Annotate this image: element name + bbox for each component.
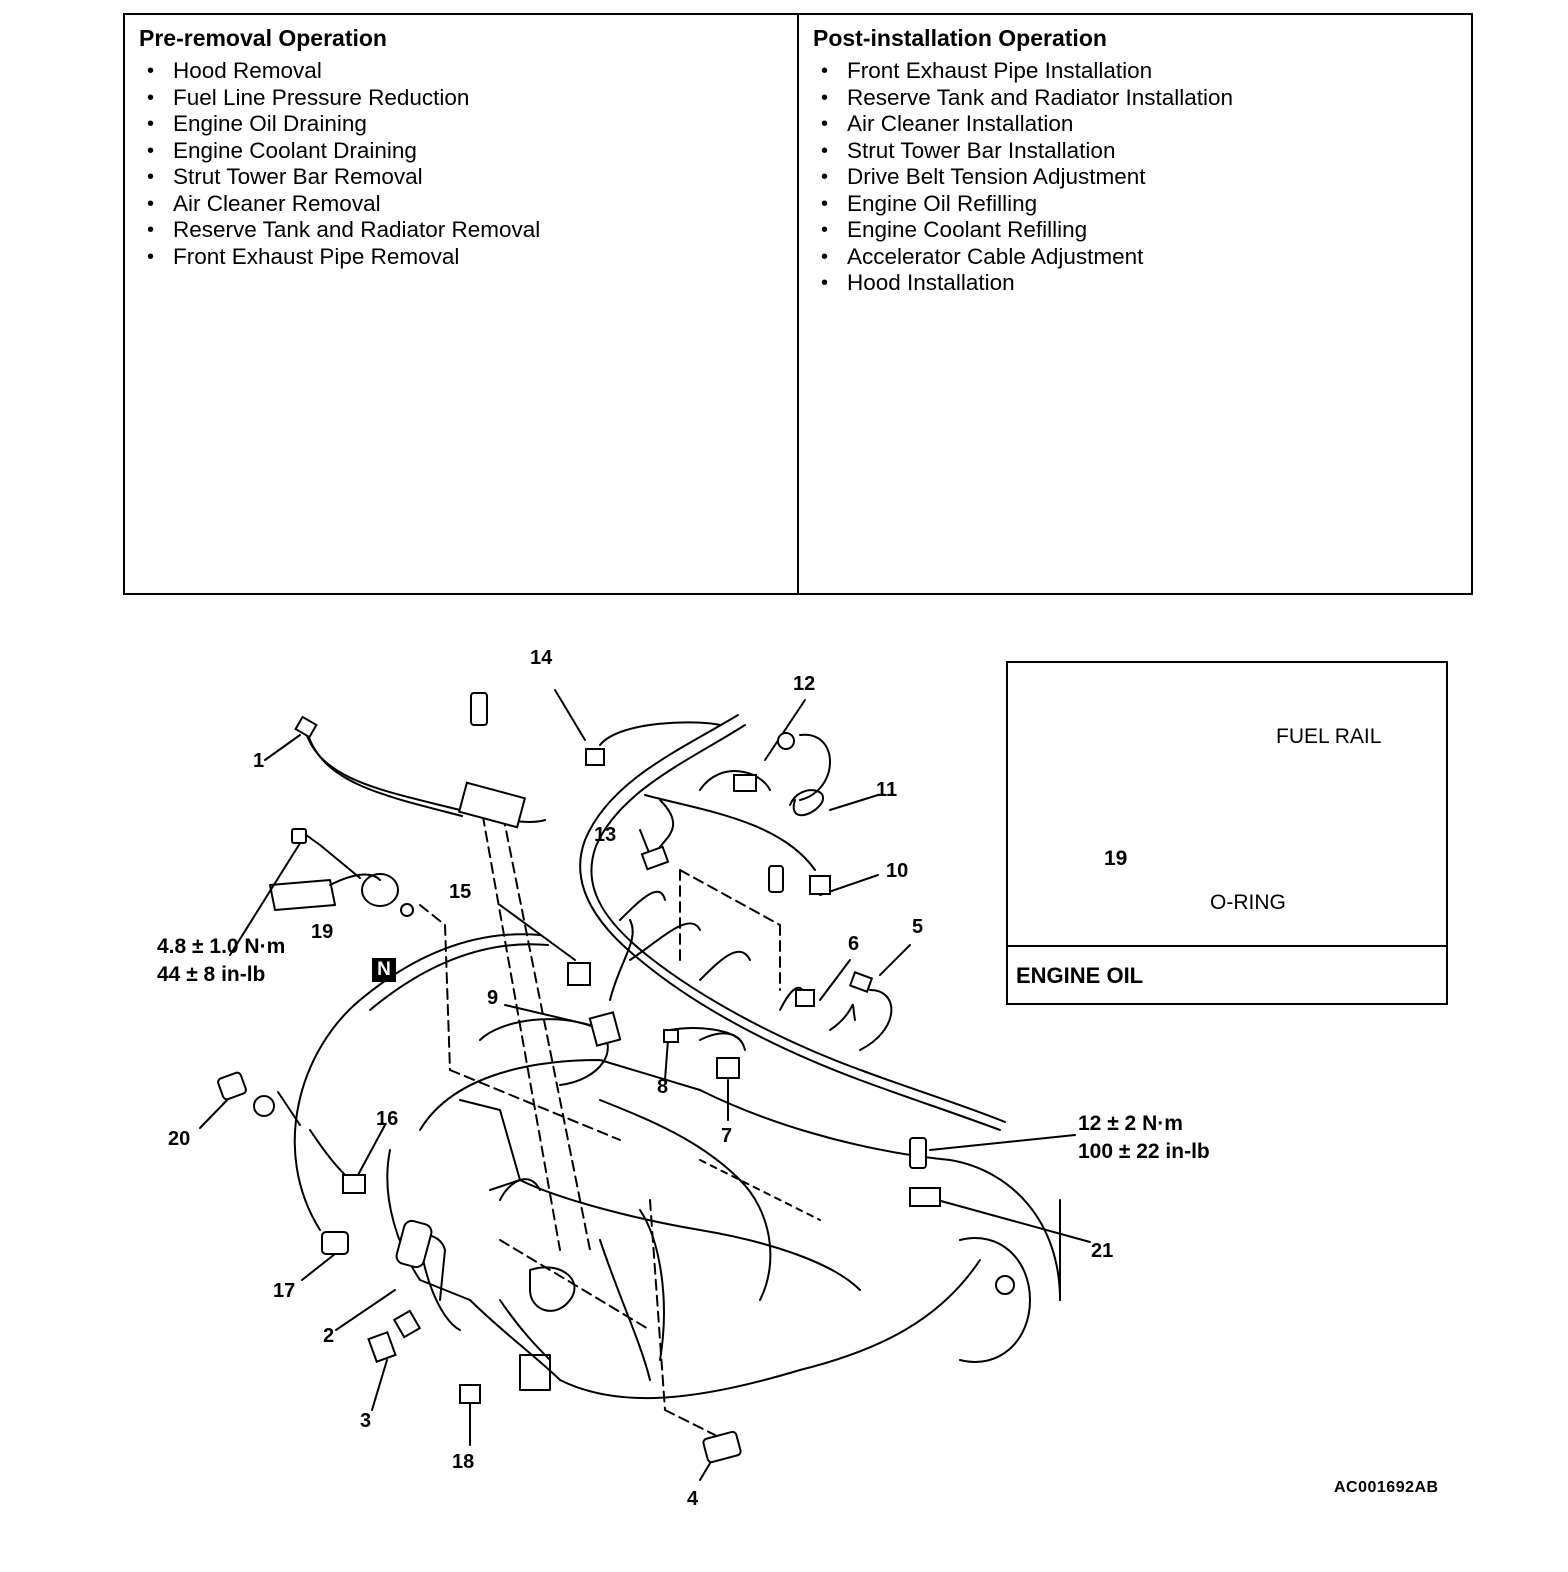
- post-installation-item: Front Exhaust Pipe Installation: [821, 58, 1457, 85]
- bolt-top: [470, 692, 488, 726]
- connector-17: [321, 1231, 349, 1255]
- callout-16: 16: [376, 1108, 399, 1130]
- callout-21: 21: [1091, 1240, 1114, 1262]
- connector-13: [640, 845, 670, 871]
- connector-18: [459, 1384, 481, 1404]
- pre-removal-title: Pre-removal Operation: [139, 25, 387, 51]
- callout-4: 4: [687, 1488, 699, 1510]
- grommet-20: [217, 1071, 247, 1101]
- post-installation-item: Drive Belt Tension Adjustment: [821, 164, 1457, 191]
- callout-9: 9: [487, 987, 499, 1009]
- callout-18: 18: [452, 1451, 475, 1473]
- connector-10: [809, 875, 831, 895]
- connector-6: [795, 989, 815, 1007]
- post-installation-item: Hood Installation: [821, 270, 1457, 297]
- callout-6: 6: [848, 933, 860, 955]
- pre-removal-item: Engine Oil Draining: [147, 111, 783, 138]
- pre-removal-column: Pre-removal Operation Hood Removal Fuel …: [125, 15, 797, 593]
- hose-2: [395, 1219, 433, 1269]
- callout-3: 3: [360, 1410, 372, 1432]
- pre-removal-item: Fuel Line Pressure Reduction: [147, 85, 783, 112]
- operations-table: Pre-removal Operation Hood Removal Fuel …: [123, 13, 1473, 595]
- post-installation-list: Front Exhaust Pipe Installation Reserve …: [813, 58, 1457, 297]
- bracket: [457, 781, 527, 829]
- fuel-rail-label: FUEL RAIL: [1276, 725, 1382, 748]
- pre-removal-item: Reserve Tank and Radiator Removal: [147, 217, 783, 244]
- bolt-19: [291, 828, 307, 844]
- bolt-21: [909, 1137, 927, 1169]
- post-installation-item: Engine Oil Refilling: [821, 191, 1457, 218]
- post-installation-column: Post-installation Operation Front Exhaus…: [797, 15, 1471, 593]
- callout-12: 12: [793, 673, 816, 695]
- post-installation-title: Post-installation Operation: [813, 25, 1107, 51]
- connector-5: [848, 971, 874, 993]
- callout-1: 1: [253, 750, 265, 772]
- callout-17: 17: [273, 1280, 296, 1302]
- grommet-4: [702, 1430, 742, 1464]
- callout-14: 14: [530, 647, 553, 669]
- callout-20: 20: [168, 1128, 191, 1150]
- connector-15: [567, 962, 591, 986]
- torque-19-imperial: 44 ± 8 in-lb: [157, 963, 266, 986]
- bolt-mid: [768, 865, 784, 893]
- callout-2: 2: [323, 1325, 335, 1347]
- figure-id: AC001692AB: [1334, 1479, 1439, 1496]
- connector-16: [342, 1174, 366, 1194]
- pre-removal-item: Engine Coolant Draining: [147, 138, 783, 165]
- callout-11: 11: [876, 779, 898, 801]
- post-installation-item: Reserve Tank and Radiator Installation: [821, 85, 1457, 112]
- grommet-3: [367, 1331, 397, 1363]
- callout-7: 7: [721, 1125, 733, 1147]
- wiring-harness: [579, 714, 1001, 1131]
- connector-12: [733, 774, 757, 792]
- callout-15: 15: [449, 881, 472, 903]
- connector-1: [294, 715, 318, 739]
- pre-removal-item: Strut Tower Bar Removal: [147, 164, 783, 191]
- inset-part-19: 19: [1104, 847, 1128, 870]
- torque-21-metric: 12 ± 2 N·m: [1078, 1112, 1183, 1135]
- callout-19: 19: [311, 921, 334, 943]
- torque-spec-21: 12 ± 2 N·m 100 ± 22 in-lb: [1078, 1110, 1210, 1166]
- pre-removal-list: Hood Removal Fuel Line Pressure Reductio…: [139, 58, 783, 270]
- post-installation-item: Engine Coolant Refilling: [821, 217, 1457, 244]
- connector-21: [909, 1187, 941, 1207]
- grommet-11: [777, 732, 795, 750]
- engine-oil-inset: FUEL RAIL O-RING 19 ENGINE OIL: [1006, 661, 1448, 1005]
- connector-7: [716, 1057, 740, 1079]
- o-ring-label: O-RING: [1210, 891, 1286, 914]
- post-installation-item: Strut Tower Bar Installation: [821, 138, 1457, 165]
- clip-20: [253, 1095, 275, 1117]
- torque-21-imperial: 100 ± 22 in-lb: [1078, 1140, 1210, 1163]
- post-installation-item: Accelerator Cable Adjustment: [821, 244, 1457, 271]
- engine-block-outline: [419, 1059, 1061, 1301]
- connector-8: [663, 1029, 679, 1043]
- clip-2: [392, 1309, 422, 1339]
- pre-removal-item: Hood Removal: [147, 58, 783, 85]
- callout-8: 8: [657, 1076, 669, 1098]
- torque-19-metric: 4.8 ± 1.0 N·m: [157, 935, 286, 958]
- callout-5: 5: [912, 916, 924, 938]
- o-ring: [400, 903, 414, 917]
- torque-spec-19: 4.8 ± 1.0 N·m 44 ± 8 in-lb: [157, 933, 285, 989]
- non-reusable-mark: N: [372, 958, 396, 982]
- pre-removal-item: Air Cleaner Removal: [147, 191, 783, 218]
- callout-10: 10: [886, 860, 909, 882]
- connector-14: [585, 748, 605, 766]
- pre-removal-item: Front Exhaust Pipe Removal: [147, 244, 783, 271]
- engine-oil-caption: ENGINE OIL: [1008, 945, 1446, 1003]
- post-installation-item: Air Cleaner Installation: [821, 111, 1457, 138]
- connector-9: [588, 1011, 622, 1047]
- callout-13: 13: [594, 824, 617, 846]
